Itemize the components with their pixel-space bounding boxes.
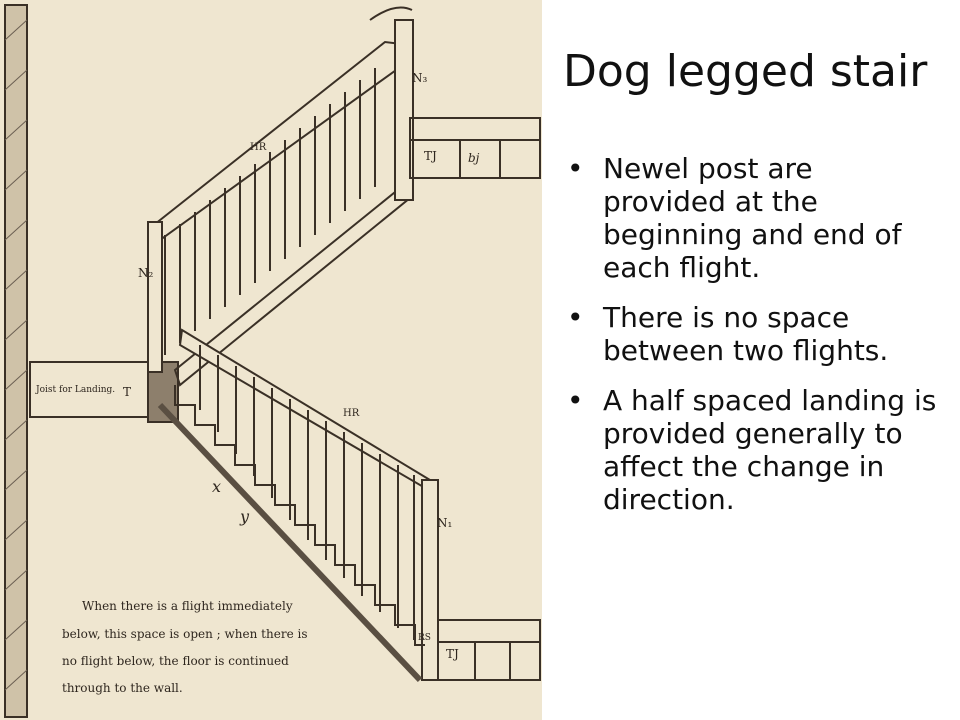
bullet-item: • There is no space between two flights. bbox=[563, 301, 943, 367]
caption-line-4: through to the wall. bbox=[62, 681, 183, 695]
bullet-dot-icon: • bbox=[567, 384, 584, 417]
bullet-dot-icon: • bbox=[567, 301, 584, 334]
y-label: y bbox=[239, 507, 250, 526]
tj-upper-label: TJ bbox=[424, 149, 437, 163]
t-label: T bbox=[123, 385, 131, 399]
bullet-item: • Newel post are provided at the beginni… bbox=[563, 152, 943, 284]
lower-steps bbox=[174, 385, 425, 646]
n3-label: N₃ bbox=[412, 71, 428, 85]
hr-lower-label: HR bbox=[343, 408, 360, 419]
staircase-drawing: Joist for Landing. T N₃ N₂ N₁ HR HR TJ T… bbox=[0, 0, 542, 720]
bullet-text: A half spaced landing is provided genera… bbox=[603, 384, 937, 516]
upper-floor-joist bbox=[409, 117, 541, 179]
lower-stringer bbox=[157, 402, 423, 683]
bullet-list: • Newel post are provided at the beginni… bbox=[563, 152, 943, 533]
n1-label: N₁ bbox=[437, 516, 452, 530]
hr-upper-label: HR bbox=[250, 142, 267, 153]
x-label: x bbox=[212, 477, 221, 496]
wall-hatch bbox=[4, 4, 28, 718]
bullet-item: • A half spaced landing is provided gene… bbox=[563, 384, 943, 516]
upper-balusters bbox=[164, 68, 376, 355]
n2-label: N₂ bbox=[138, 266, 154, 280]
middle-newel bbox=[147, 221, 163, 373]
bottom-newel bbox=[421, 479, 439, 681]
bj-label: bj bbox=[468, 151, 480, 165]
bullet-text: Newel post are provided at the beginning… bbox=[603, 152, 902, 284]
bullet-dot-icon: • bbox=[567, 152, 584, 185]
lower-balusters bbox=[199, 345, 415, 640]
caption-line-2: below, this space is open ; when there i… bbox=[62, 627, 307, 641]
caption-line-1: When there is a flight immediately bbox=[82, 599, 293, 613]
bullet-text: There is no space between two flights. bbox=[603, 301, 889, 367]
joist-label: Joist for Landing. bbox=[35, 385, 115, 395]
caption-line-3: no flight below, the floor is continued bbox=[62, 654, 289, 668]
slide-title: Dog legged stair bbox=[563, 46, 928, 97]
rs-label: RS bbox=[418, 633, 431, 643]
top-newel-cap bbox=[369, 6, 413, 21]
lower-floor-joist bbox=[437, 619, 541, 681]
tj-lower-label: TJ bbox=[446, 647, 459, 661]
staircase-illustration: Joist for Landing. T N₃ N₂ N₁ HR HR TJ T… bbox=[4, 4, 541, 718]
top-newel bbox=[394, 19, 414, 201]
